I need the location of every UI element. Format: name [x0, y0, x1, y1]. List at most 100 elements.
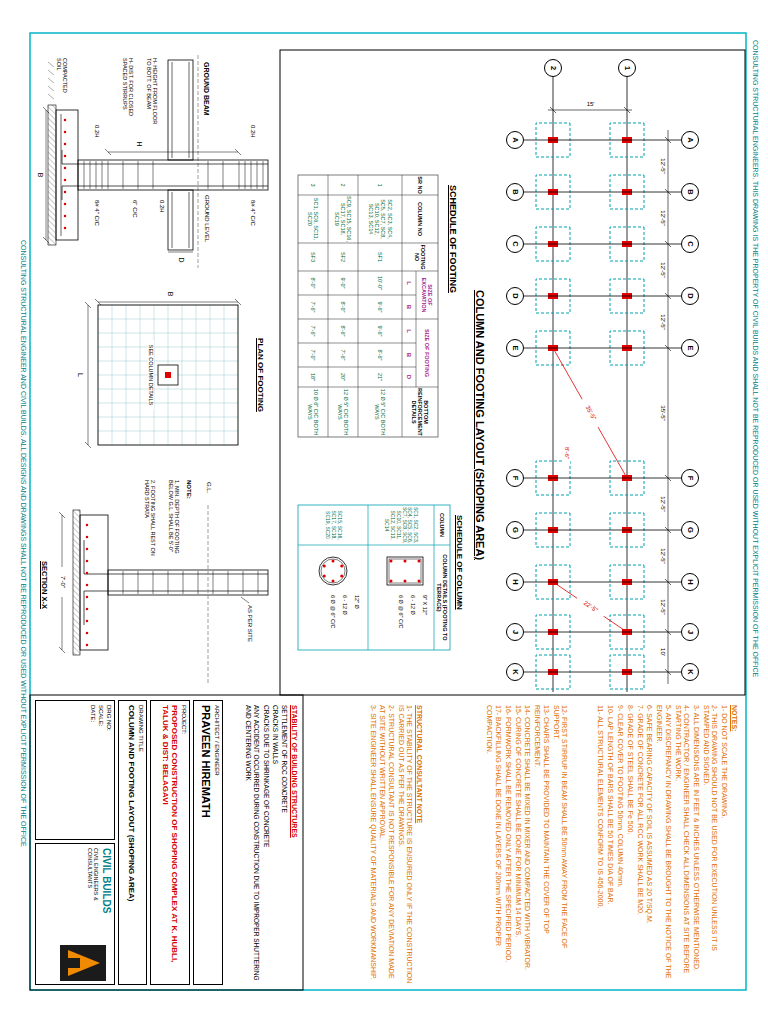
- layout-panel: [280, 50, 745, 695]
- footing-mesh: [98, 305, 238, 445]
- node-text: K: [511, 669, 519, 674]
- sheet-frame: [30, 33, 746, 990]
- rebar-dots: [391, 561, 419, 581]
- edge-notice: CONSULTING STRUCTURAL ENGINEERS. THIS DR…: [751, 40, 759, 1000]
- dimension-line: [548, 107, 671, 684]
- table-cell: SC1, SC6, SC11, SC20: [298, 195, 328, 243]
- table-cell: 8'-0": [328, 295, 358, 319]
- table-cell: 10'-0": [358, 271, 402, 295]
- detail-annotation: H- DIST. FOR CLOSED SPACED STIRRUPS: [121, 58, 134, 130]
- general-note: 5- ANY DISCREPANCY IN DRAWING SHALL BE B…: [655, 705, 672, 985]
- column-stirrup: [389, 559, 421, 583]
- dimension-text: 12'-5": [659, 540, 666, 572]
- logo-mark: [68, 950, 100, 976]
- table-rule: [298, 175, 438, 437]
- detail-annotation: 1. MIN. DEPTH OF FOOTING BELOW G.L. SHAL…: [167, 480, 180, 565]
- table-cell: 21": [358, 367, 402, 387]
- detail-annotation: B: [36, 168, 44, 182]
- soil-hatch: [48, 62, 54, 99]
- table-cell: 9'-6": [358, 295, 402, 319]
- table-cell: 8'-6": [358, 343, 402, 367]
- dimension-text: 12'-5": [659, 591, 666, 623]
- stability-note: STABILITY OF BUILDING STRUCTURES: [290, 705, 298, 985]
- beam-bars: [172, 62, 189, 248]
- general-note: 16- FORMWORK SHALL BE REMOVED ONLY AFTER…: [503, 705, 511, 985]
- general-note: NOTES:: [730, 705, 738, 985]
- node-text: C: [686, 241, 694, 246]
- stirrups: [123, 571, 258, 594]
- node-text: ARCHITECT / ENGINEER: [213, 705, 220, 980]
- node-text: 2: [549, 66, 557, 70]
- table-frame: [298, 175, 438, 437]
- stability-note: ANY ACCIDENT OCCURRED DURING CONSTRUCTIO…: [245, 705, 261, 985]
- node-text: PROPOSED CONSTRUCTION OF SHOPING COMPLEX…: [161, 705, 179, 980]
- detail-annotation: 7'-0": [59, 567, 66, 597]
- grid-line: [524, 672, 681, 673]
- stability-note: CRACKS IN WALLS: [271, 705, 279, 985]
- grid-bubble: 2: [544, 59, 562, 77]
- node-text: D: [511, 293, 519, 298]
- detail-annotation: H: [135, 139, 143, 149]
- table-cell: FOOTING NO: [402, 243, 438, 271]
- table-cell: COLUMN NO: [402, 195, 438, 243]
- node-text: E: [686, 345, 694, 350]
- grid-bubble: C: [506, 235, 524, 253]
- general-note: STRUCTURAL CONSULTANT NOTE: [415, 705, 423, 985]
- table-cell: BOTTOM REINFORCEMENT DETAILS: [402, 387, 438, 437]
- grid-bubble: D: [506, 287, 524, 305]
- circular-column: [319, 557, 347, 585]
- detail-annotation: COMPACTED SOIL: [55, 58, 68, 106]
- detail-annotation: L: [76, 365, 84, 385]
- general-note: 2- STRUCTURAL CONSULTANT IS NOT RESPONSI…: [378, 705, 395, 985]
- detail-annotation: GROUND LEVEL: [203, 195, 210, 260]
- grid-line: [524, 244, 681, 245]
- node-text: 1: [623, 66, 631, 70]
- detail-annotation: 0.2H: [158, 200, 165, 230]
- column-elevation: [78, 160, 268, 190]
- table-cell: 8'-6": [328, 319, 358, 343]
- grid-bubble: D: [681, 287, 699, 305]
- column-section: [387, 557, 423, 585]
- node-text: CIVIL BUILDS: [101, 848, 113, 938]
- detail-annotation: G.L.: [205, 482, 212, 502]
- dimension-line: [43, 107, 241, 252]
- title-block-cell: ARCHITECT / ENGINEERPRAVEEN HIREMATH: [193, 700, 223, 985]
- table-cell: SIZE OF EXCAVATION: [416, 271, 438, 319]
- grid-bubble: E: [506, 339, 524, 357]
- grid-bubble: H: [506, 573, 524, 591]
- stability-note: CRACKS DUE TO SHRINKAGE OF CONCRETE: [262, 705, 270, 985]
- detail-annotation: 8# 4" C/C: [249, 200, 256, 250]
- dimension-text: 12'-5": [659, 150, 666, 182]
- table-cell: SF1: [358, 243, 402, 271]
- general-note: 14- CONCRETE SHALL BE MIXED IN MIXER AND…: [523, 705, 531, 985]
- footing-pad: [56, 110, 78, 240]
- table-cell: SF2: [328, 243, 358, 271]
- dimension-text: 12'-5": [659, 306, 666, 338]
- node-text: B: [511, 189, 519, 194]
- node-text: G: [686, 527, 694, 533]
- table-cell: L: [402, 319, 416, 343]
- grid-bubble: F: [506, 469, 524, 487]
- drawing-title: COLUMN AND FOOTING LAYOUT (SHOPING AREA): [473, 270, 486, 580]
- table-cell: 12 Ø 5" C/C BOTH WAYS: [328, 387, 358, 437]
- title-block-cell: PROJECT:PROPOSED CONSTRUCTION OF SHOPING…: [150, 700, 190, 985]
- grid-bubble: 1: [618, 59, 636, 77]
- table-cell: COLUMN: [434, 505, 450, 545]
- grid-bubble: A: [681, 131, 699, 149]
- node-text: H: [686, 579, 694, 584]
- node-text: F: [511, 476, 519, 481]
- title-block-cell: DRAWING TITLECOLUMN AND FOOTING LAYOUT (…: [118, 700, 147, 985]
- table-cell: 6 - 12 Ø: [410, 595, 416, 648]
- ground-line: [208, 505, 209, 685]
- detail-annotation: B: [166, 289, 174, 299]
- rebar-dots: [324, 561, 341, 581]
- grid-bubble: B: [681, 183, 699, 201]
- table-cell: SC15, SC16, SC17, SC18, SC19, SC20: [298, 505, 368, 545]
- table-cell: D: [402, 367, 416, 387]
- circular-stirrup: [321, 559, 345, 583]
- node-text: DATE:: [89, 705, 96, 835]
- grid-bubble: K: [681, 663, 699, 681]
- notes-column: NOTES:1- DO NOT SCALE THE DRAWING.2- THI…: [594, 705, 738, 985]
- general-note: 1- THE STABILITY OF THE STRUCTURE IS ENS…: [396, 705, 413, 985]
